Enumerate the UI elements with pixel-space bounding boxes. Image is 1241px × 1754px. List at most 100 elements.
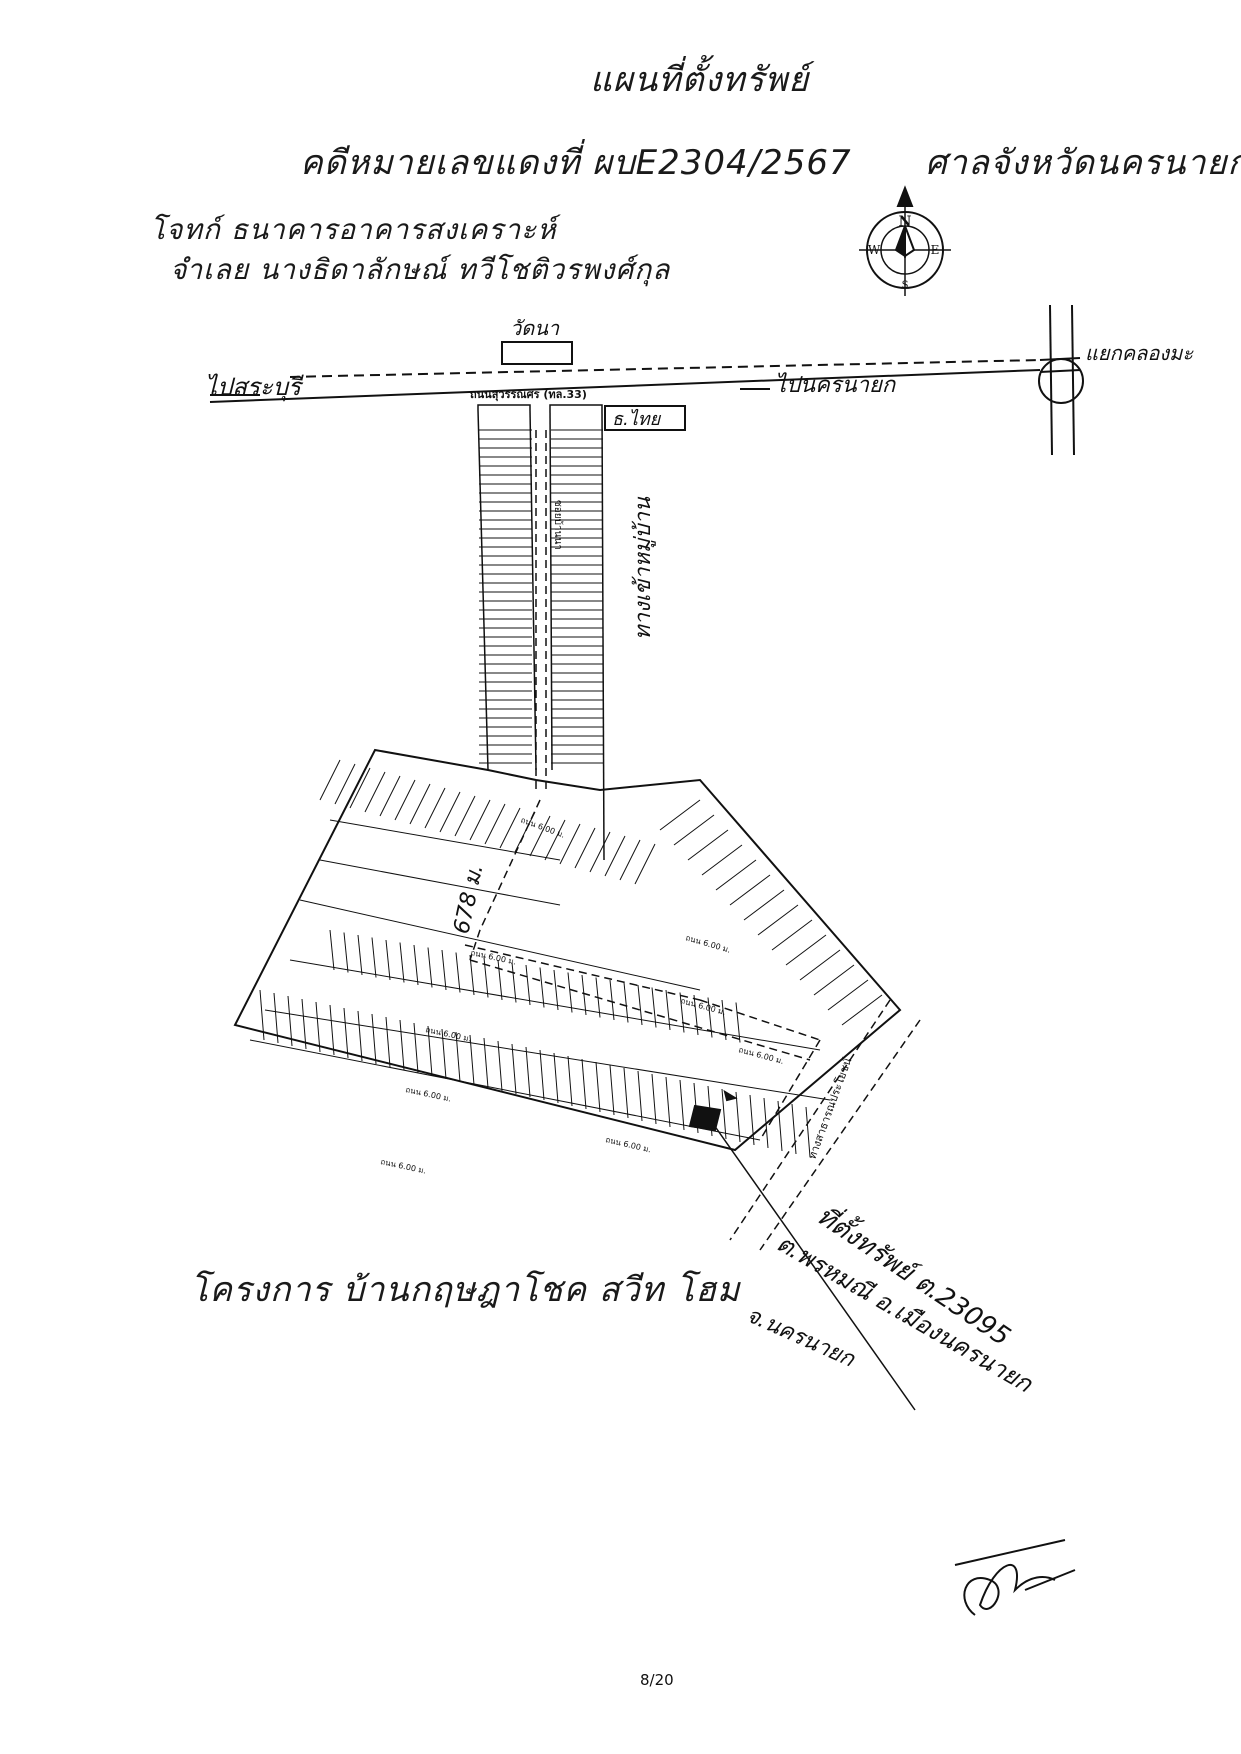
lot-divider (287, 995, 293, 1047)
lot-divider (273, 992, 279, 1044)
label-temple: วัดนา (510, 316, 560, 340)
lot-divider (525, 964, 531, 1006)
lot-divider (454, 795, 476, 837)
lot-divider (349, 767, 371, 809)
label-main-road: ถนนสุวรรณศร (ทล.33) (470, 388, 587, 402)
lot-divider (259, 989, 265, 1041)
inner-road-label: ถนน 6.00 ม. (405, 1085, 452, 1103)
lot-divider (567, 1055, 573, 1107)
bank-box (604, 405, 686, 431)
lot-divider (525, 1046, 531, 1098)
lot-divider (409, 783, 431, 825)
lot-divider (619, 839, 641, 881)
lot-divider (721, 999, 727, 1041)
inner-road-label: ถนน 6.00 ม. (684, 933, 731, 954)
lot-divider (511, 962, 517, 1003)
lot-divider (799, 949, 841, 981)
lot-divider (469, 1034, 475, 1086)
lot-divider (441, 1028, 447, 1080)
lot-divider (539, 967, 545, 1008)
lot-divider (665, 1076, 671, 1128)
lot-divider (553, 1052, 559, 1104)
lot-divider (539, 1049, 545, 1101)
lot-divider (604, 835, 626, 877)
compass-icon (859, 185, 951, 296)
lot-divider (743, 889, 785, 921)
inner-road-label: ถนน 6.00 ม. (605, 1135, 652, 1154)
lot-divider (729, 874, 771, 906)
court-name: ศาลจังหวัดนครนายก (925, 143, 1241, 183)
lot-divider (637, 984, 643, 1026)
lot-divider (399, 942, 405, 983)
map-title: แผนที่ตั้งทรัพย์ (590, 60, 810, 100)
arrow-to-plot-icon (723, 1089, 738, 1102)
lot-divider (497, 959, 503, 1001)
junction-road-a (1049, 304, 1053, 456)
lot-divider (315, 1001, 321, 1053)
label-vertical-note: ทางเข้าหมู่บ้าน (631, 496, 656, 640)
lot-divider (805, 1106, 811, 1158)
label-junction: แยกคลองมะ (1085, 341, 1194, 365)
project-name: โครงการ บ้านกฤษฎาโชค สวีท โฮม (190, 1270, 741, 1310)
lot-divider (455, 952, 461, 993)
roundabout (1038, 358, 1084, 404)
lot-divider (441, 949, 447, 991)
inner-road-label: ถนน 6.00 ม. (380, 1157, 427, 1175)
lot-divider (841, 994, 883, 1026)
lot-divider (385, 939, 391, 981)
signature (954, 1539, 1076, 1616)
lot-divider (483, 957, 489, 998)
compass-s: S (902, 280, 909, 291)
lot-divider (357, 934, 363, 976)
lot-divider (701, 844, 743, 876)
compass-e: E (931, 243, 940, 257)
lot-divider (651, 987, 657, 1028)
compass-w: W (868, 243, 881, 257)
lot-divider (497, 1040, 503, 1092)
lot-divider (301, 998, 307, 1050)
page-number: 8/20 (640, 1671, 674, 1689)
lot-divider (589, 831, 611, 873)
subject-leader-line (713, 1124, 916, 1411)
lot-divider (609, 979, 615, 1021)
lot-divider (553, 969, 559, 1011)
lot-divider (623, 982, 629, 1023)
lot-divider (623, 1067, 629, 1119)
lot-divider (559, 823, 581, 865)
lot-divider (439, 791, 461, 833)
lot-divider (679, 1079, 685, 1131)
junction-link-b (1039, 369, 1081, 373)
lot-divider (651, 1073, 657, 1125)
case-number: คดีหมายเลขแดงที่ ผบE2304/2567 (300, 143, 852, 183)
lot-divider (637, 1070, 643, 1122)
subject-plot (688, 1104, 722, 1132)
lot-divider (427, 947, 433, 988)
lot-row-line (249, 1039, 761, 1141)
subdivision-grid (249, 759, 883, 1158)
lot-divider (679, 992, 685, 1033)
inner-roads (464, 799, 921, 1251)
lot-divider (379, 775, 401, 817)
lot-divider (334, 763, 356, 805)
lot-divider (544, 819, 566, 861)
lot-divider (673, 814, 715, 846)
lot-divider (813, 964, 855, 996)
label-to-east: ไปนครนายก (775, 372, 897, 398)
lot-divider (665, 989, 671, 1031)
inner-road-label: ถนน 6.00 ม. (519, 815, 566, 839)
junction-road-b (1071, 304, 1075, 456)
lot-divider (791, 1103, 797, 1155)
lot-divider (399, 1019, 405, 1071)
lot-divider (771, 919, 813, 951)
lot-divider (484, 803, 506, 845)
case-line: คดีหมายเลขแดงที่ ผบE2304/2567 ศาลจังหวัด… (300, 135, 1241, 189)
lot-divider (329, 1004, 335, 1056)
lot-divider (735, 1002, 741, 1043)
inner-road-label: ถนน 6.00 ม. (679, 996, 726, 1017)
lot-divider (574, 827, 596, 869)
defendant-line: จำเลย นางธิดาลักษณ์ ทวีโชติวรพงศ์กุล (170, 253, 671, 286)
lot-divider (687, 829, 729, 861)
inner-road-label: ถนน 6.00 ม. (737, 1045, 784, 1066)
